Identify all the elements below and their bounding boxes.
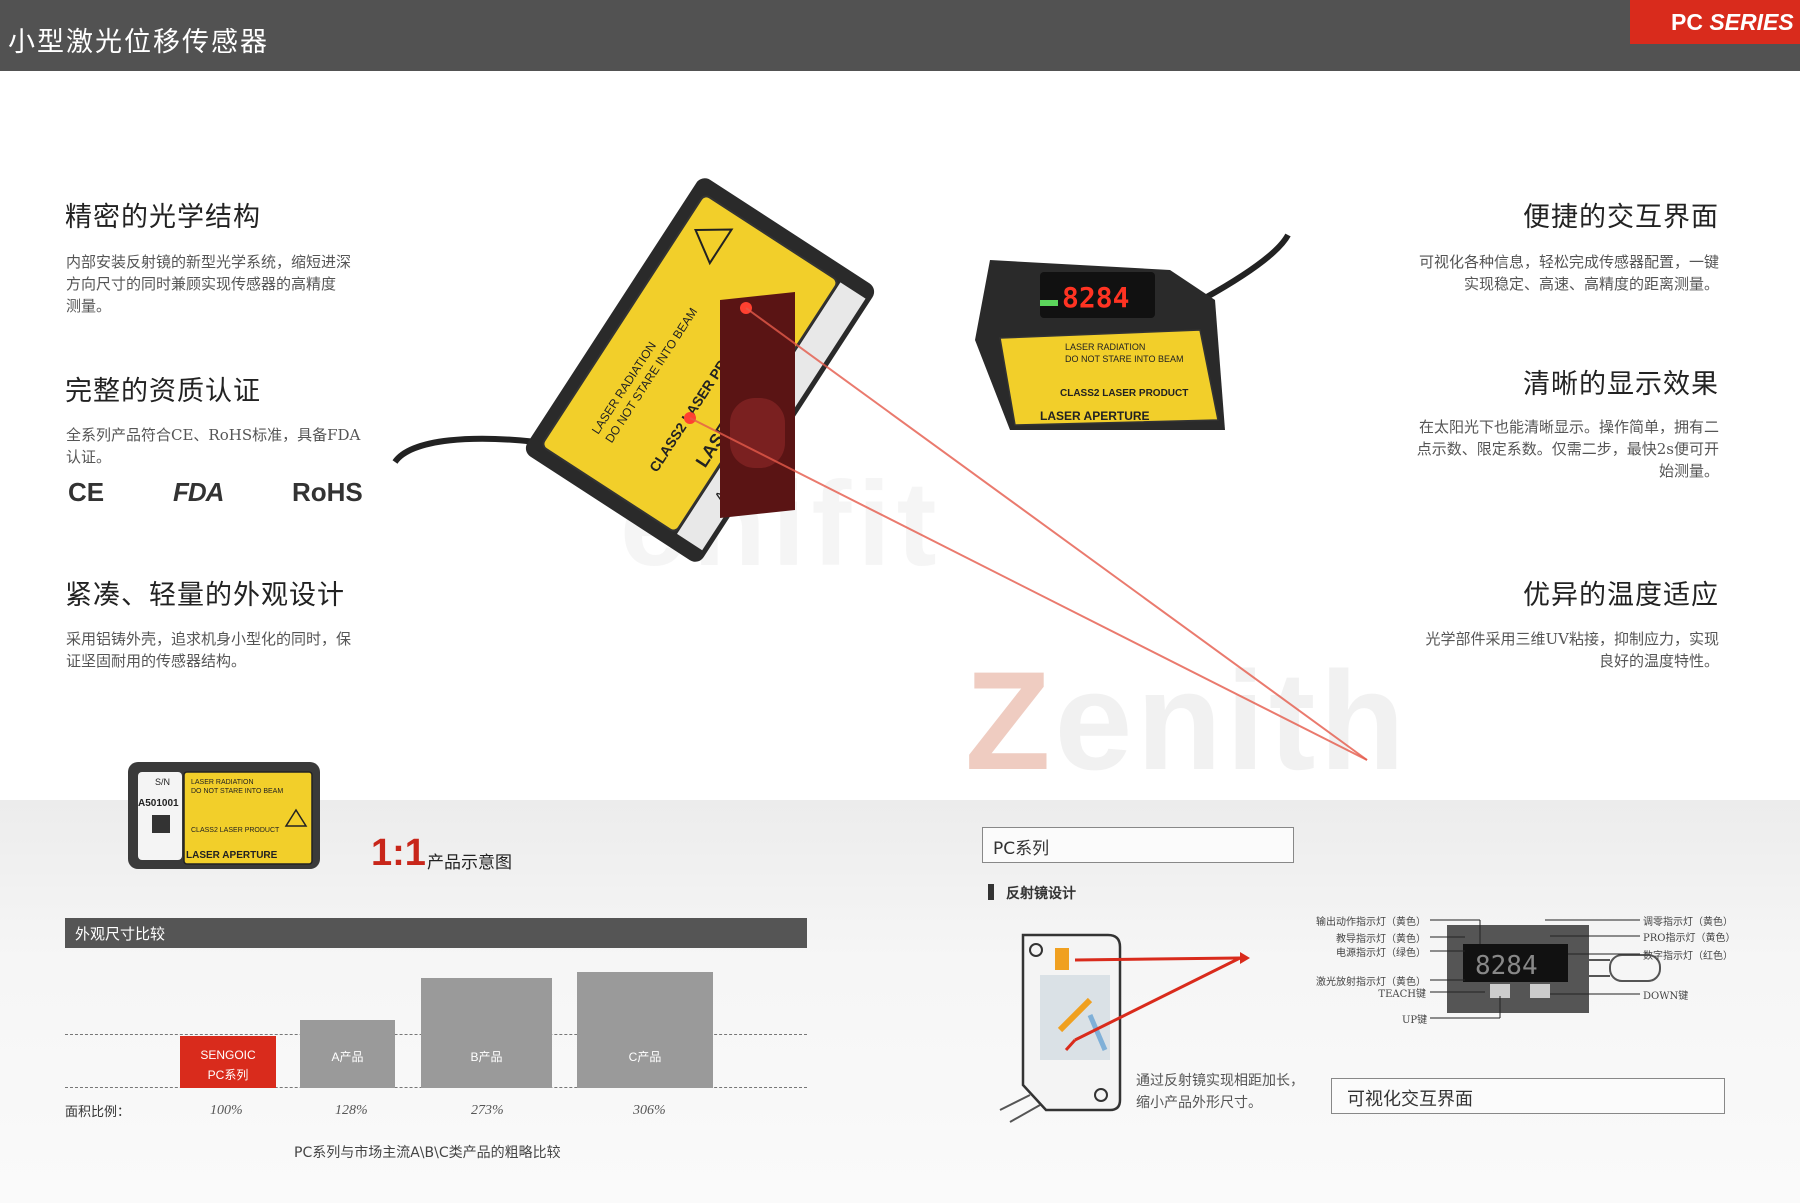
visual-interface-box: 可视化交互界面 bbox=[1331, 1078, 1725, 1114]
laser-beam-2 bbox=[689, 417, 1368, 761]
small-product-class: CLASS2 LASER PRODUCT bbox=[191, 827, 280, 834]
text-line: 始测量。 bbox=[1658, 462, 1719, 480]
text-line: 在太阳光下也能清晰显示。操作简单，拥有二 bbox=[1418, 418, 1719, 436]
right-sensor-stare: DO NOT STARE INTO BEAM bbox=[1065, 354, 1184, 364]
callout-up-key: UP键 bbox=[1402, 1015, 1428, 1026]
mirror-beam-out bbox=[1074, 956, 1241, 962]
feature-title: 优异的温度适应 bbox=[1523, 580, 1719, 611]
page-title: 小型激光位移传感器 bbox=[8, 27, 269, 58]
compare-block-label: PC系列 bbox=[207, 1068, 249, 1082]
percent-c: 306% bbox=[633, 1103, 666, 1118]
feature-title: 便捷的交互界面 bbox=[1523, 202, 1719, 233]
small-product-serial-label: S/N bbox=[155, 777, 170, 787]
small-product-serial: A501001 bbox=[138, 798, 179, 809]
text-line: 证坚固耐用的传感器结构。 bbox=[66, 652, 247, 670]
callout-pro-led: PRO指示灯（黄色） bbox=[1643, 933, 1736, 944]
right-sensor-image: 8284 LASER RADIATION DO NOT STARE INTO B… bbox=[975, 260, 1225, 430]
feature-text: 内部安装反射镜的新型光学系统，缩短进深 方向尺寸的同时兼顾实现传感器的高精度 测… bbox=[66, 251, 351, 317]
compare-block-a: A产品 bbox=[300, 1020, 395, 1088]
compare-block-c: C产品 bbox=[577, 972, 713, 1088]
compare-block-label: B产品 bbox=[470, 1050, 503, 1064]
series-suffix: SERIES bbox=[1709, 9, 1794, 35]
feature-text: 全系列产品符合CE、RoHS标准，具备FDA 认证。 bbox=[66, 424, 360, 468]
callout-teach-led: 教导指示灯（黄色） bbox=[1336, 934, 1426, 945]
front-sensor-warning-icon bbox=[694, 228, 734, 266]
feature-text: 光学部件采用三维UV粘接，抑制应力，实现 良好的温度特性。 bbox=[1426, 628, 1719, 672]
feature-title: 清晰的显示效果 bbox=[1523, 369, 1719, 400]
callout-laser-led: 激光放射指示灯（黄色） bbox=[1316, 977, 1426, 988]
rohs-mark: RoHS bbox=[292, 477, 363, 507]
laser-beam-1 bbox=[745, 307, 1368, 761]
small-product-image: S/N A501001 LASER RADIATION DO NOT STARE… bbox=[128, 762, 320, 869]
compare-note: PC系列与市场主流A\B\C类产品的粗略比较 bbox=[294, 1145, 561, 1161]
text-line: 可视化各种信息，轻松完成传感器配置，一键 bbox=[1418, 253, 1719, 271]
fda-mark: FDA bbox=[173, 477, 224, 507]
text-line: 点示数、限定系数。仅需二步，最快2s便可开 bbox=[1416, 440, 1719, 458]
text-line: 方向尺寸的同时兼顾实现传感器的高精度 bbox=[66, 275, 337, 293]
mirror-diagram bbox=[999, 933, 1250, 1123]
compare-block-label: A产品 bbox=[331, 1050, 364, 1064]
text-line: 测量。 bbox=[66, 297, 112, 315]
page-header: 小型激光位移传感器 bbox=[0, 0, 1800, 71]
front-sensor-image: LASER APERTURE LASER RADIATION DO NOT ST… bbox=[525, 178, 875, 562]
scale-label: 产品示意图 bbox=[427, 853, 512, 873]
pc-series-box: PC系列 bbox=[982, 827, 1294, 863]
percent-a: 128% bbox=[335, 1103, 368, 1118]
small-product-aperture: LASER APERTURE bbox=[186, 850, 278, 861]
small-product-stare: DO NOT STARE INTO BEAM bbox=[191, 788, 283, 795]
compare-block-b: B产品 bbox=[421, 978, 552, 1088]
lens-window bbox=[730, 398, 785, 468]
compare-title-bar: 外观尺寸比较 bbox=[65, 918, 807, 948]
text-line: 缩小产品外形尺寸。 bbox=[1136, 1095, 1262, 1111]
right-sensor-aperture: LASER APERTURE bbox=[1040, 409, 1150, 423]
ce-mark: CE bbox=[68, 477, 105, 507]
right-sensor-cable bbox=[1203, 233, 1291, 301]
callout-down-key: DOWN键 bbox=[1643, 991, 1689, 1002]
compare-block-label: SENGOIC bbox=[200, 1048, 256, 1062]
text-line: 通过反射镜实现相距加长， bbox=[1136, 1073, 1304, 1089]
mirror-design-title: 反射镜设计 bbox=[988, 883, 1076, 903]
callout-power-led: 电源指示灯（绿色） bbox=[1336, 948, 1426, 959]
text-line: 认证。 bbox=[66, 448, 112, 466]
display-panel-diagram: 8284 bbox=[1430, 919, 1661, 1019]
feature-title: 精密的光学结构 bbox=[65, 202, 261, 233]
compare-block-label: C产品 bbox=[628, 1050, 662, 1064]
feature-text: 采用铝铸外壳，追求机身小型化的同时，保 证坚固耐用的传感器结构。 bbox=[66, 628, 351, 672]
feature-text: 可视化各种信息，轻松完成传感器配置，一键 实现稳定、高速、高精度的距离测量。 bbox=[1419, 251, 1719, 295]
watermark-z: Z bbox=[965, 642, 1051, 799]
percent-pc: 100% bbox=[210, 1103, 243, 1118]
text-line: 光学部件采用三维UV粘接，抑制应力，实现 bbox=[1425, 630, 1719, 648]
mirror-note: 通过反射镜实现相距加长， 缩小产品外形尺寸。 bbox=[1136, 1070, 1304, 1114]
callout-digit-led: 数字指示灯（红色） bbox=[1643, 951, 1733, 962]
feature-text: 在太阳光下也能清晰显示。操作简单，拥有二 点示数、限定系数。仅需二步，最快2s便… bbox=[1417, 416, 1719, 482]
callout-teach-key: TEACH键 bbox=[1378, 989, 1426, 1000]
text-line: 内部安装反射镜的新型光学系统，缩短进深 bbox=[66, 253, 352, 271]
feature-title: 完整的资质认证 bbox=[65, 376, 261, 407]
text-line: 采用铝铸外壳，追求机身小型化的同时，保 bbox=[66, 630, 352, 648]
text-line: 实现稳定、高速、高精度的距离测量。 bbox=[1463, 275, 1719, 293]
series-prefix: PC bbox=[1671, 9, 1703, 35]
text-line: 良好的温度特性。 bbox=[1598, 652, 1719, 670]
scale-ratio: 1:1 bbox=[371, 832, 426, 874]
compare-block-pc: SENGOIC PC系列 bbox=[180, 1036, 276, 1088]
text-line: 全系列产品符合CE、RoHS标准，具备FDA bbox=[66, 426, 361, 444]
right-sensor-display: 8284 bbox=[1062, 281, 1129, 314]
right-sensor-class: CLASS2 LASER PRODUCT bbox=[1060, 388, 1188, 399]
series-badge: PC SERIES bbox=[1630, 0, 1800, 44]
right-sensor-radiation: LASER RADIATION bbox=[1065, 342, 1145, 352]
small-product-radiation: LASER RADIATION bbox=[191, 779, 254, 786]
area-ratio-label: 面积比例： bbox=[65, 1105, 131, 1120]
callout-zero-led: 调零指示灯（黄色） bbox=[1643, 917, 1733, 928]
percent-b: 273% bbox=[471, 1103, 504, 1118]
display-panel-digits: 8284 bbox=[1475, 951, 1538, 981]
mirror-beam-return bbox=[1074, 956, 1241, 1042]
callout-output-led: 输出动作指示灯（黄色） bbox=[1316, 917, 1426, 928]
feature-title: 紧凑、轻量的外观设计 bbox=[65, 580, 345, 611]
